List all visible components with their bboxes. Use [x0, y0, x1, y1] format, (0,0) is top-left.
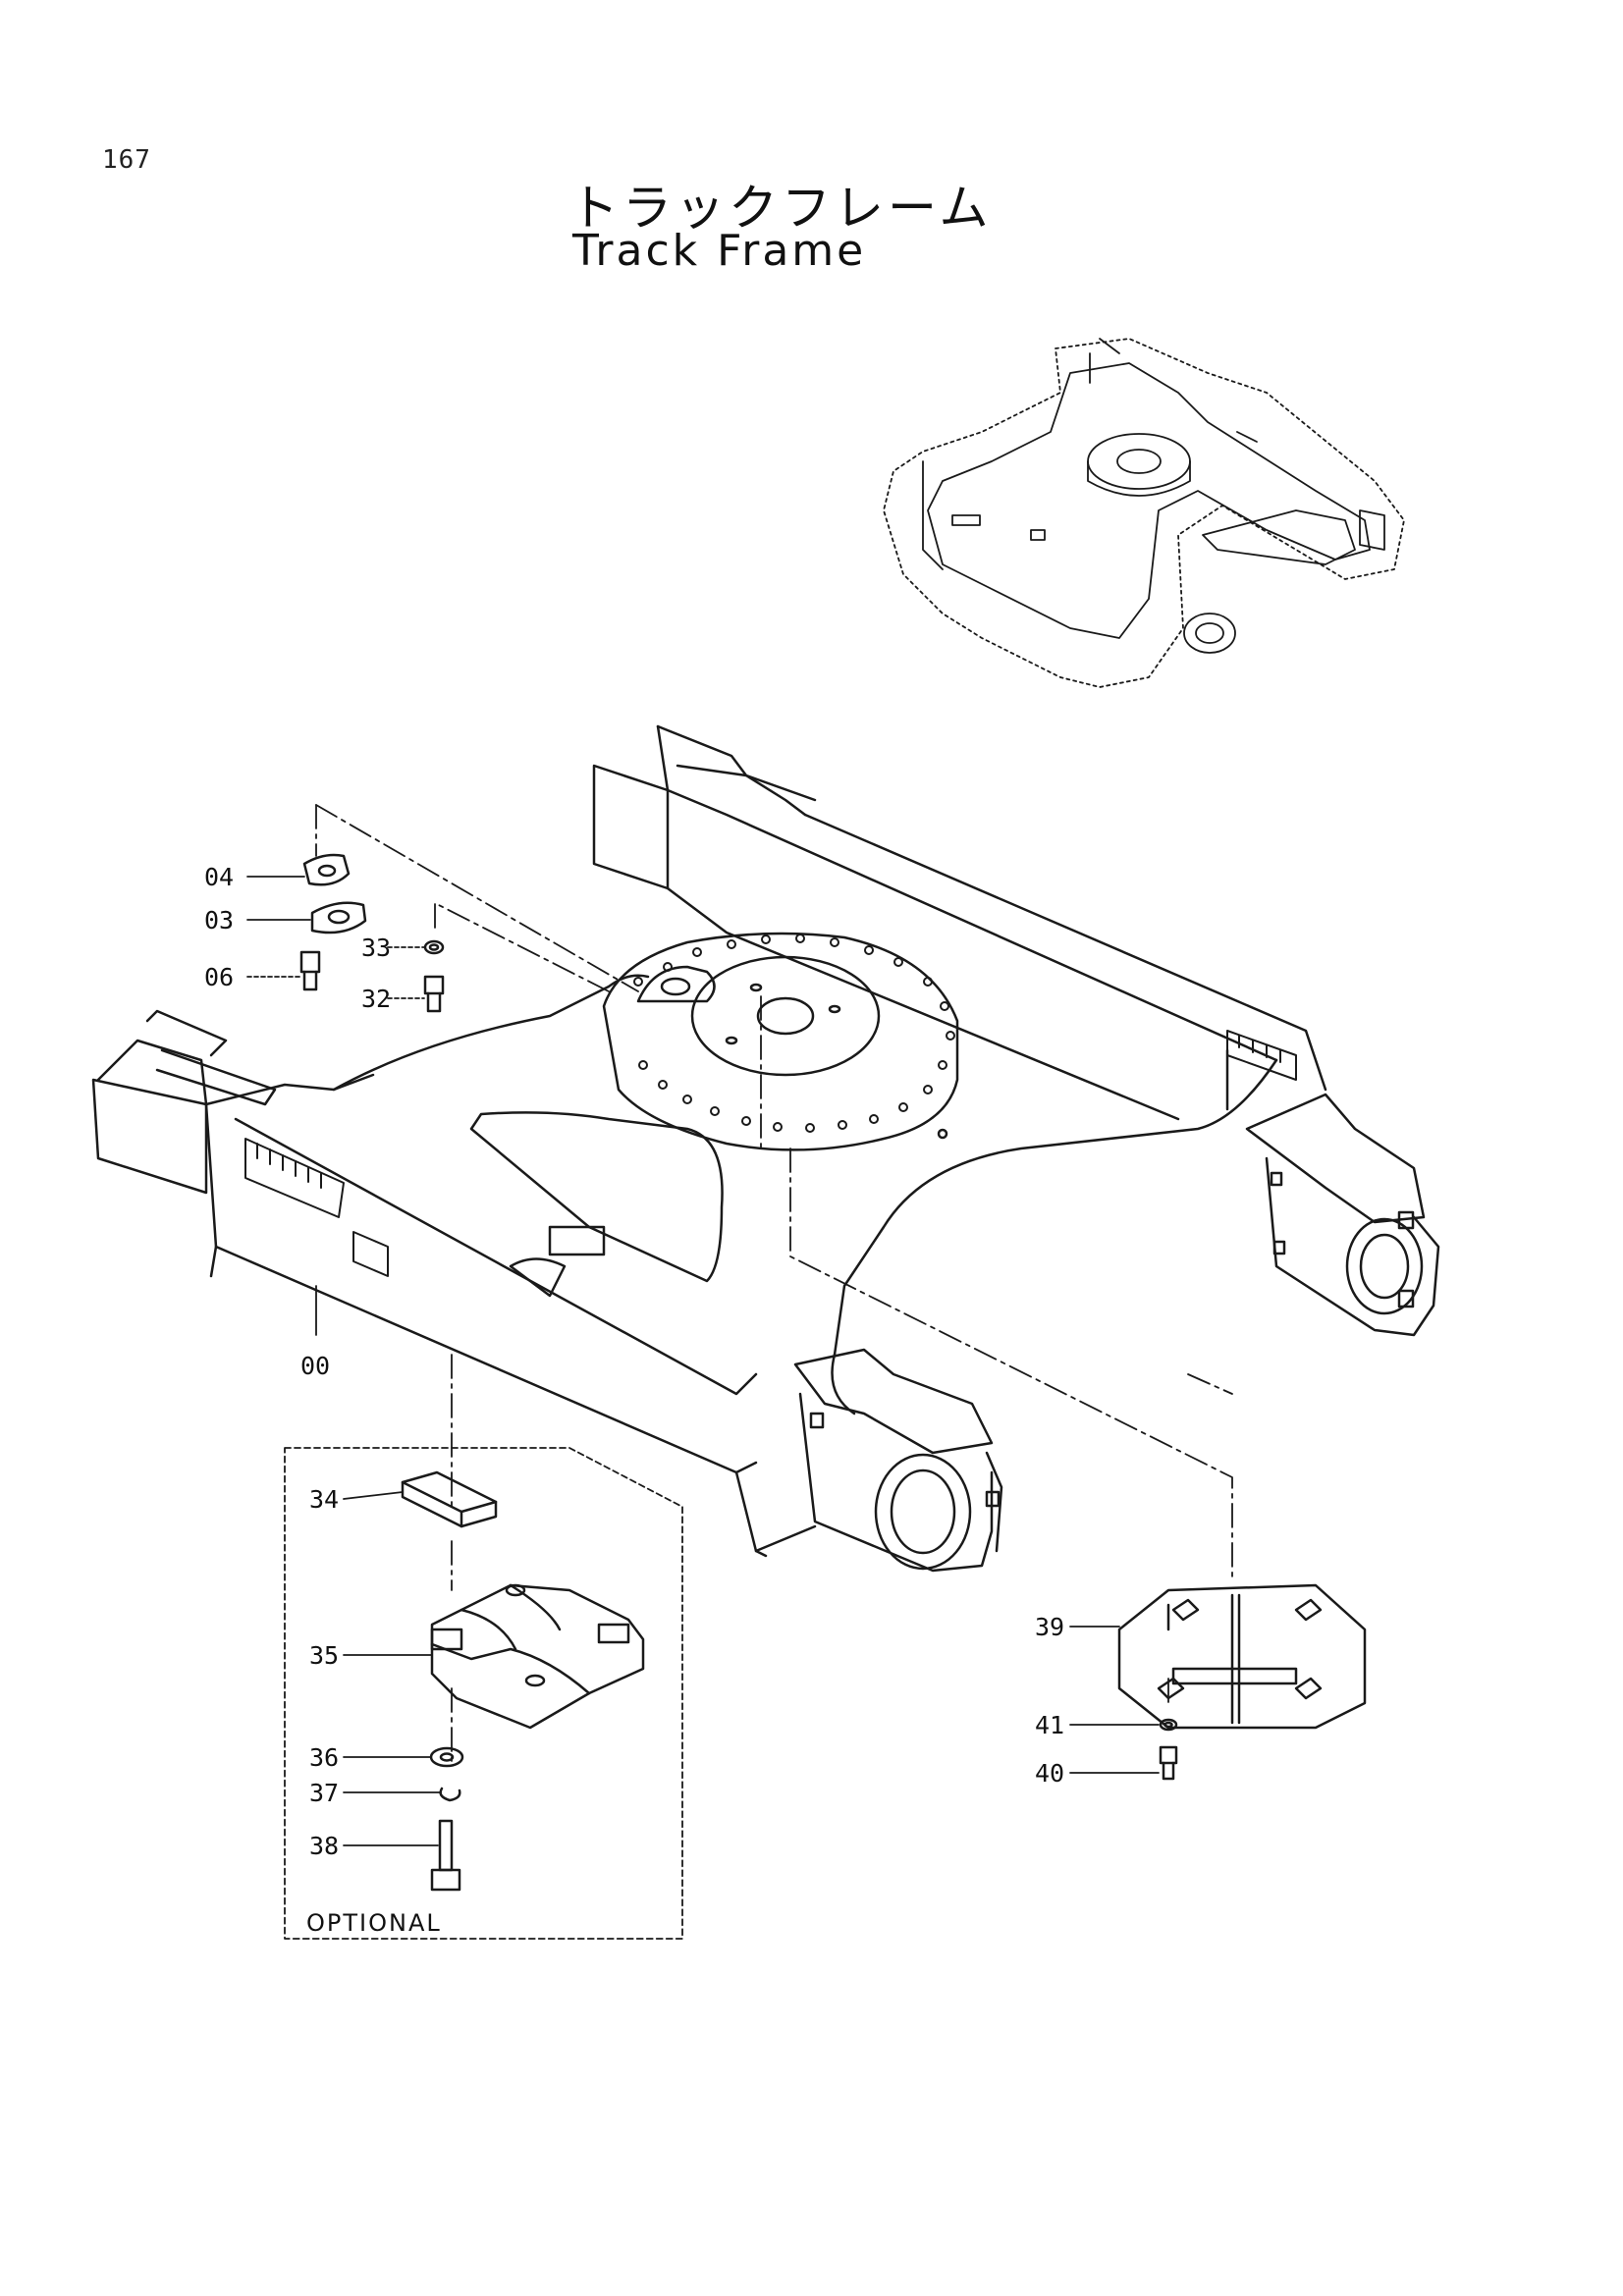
under-cover-plate: [1117, 1583, 1367, 1781]
callout-34: 34: [309, 1485, 339, 1514]
callout-leaders: [246, 876, 1160, 1846]
page-title-japanese: トラックフレーム: [569, 180, 993, 237]
page-title-english: Track Frame: [572, 226, 867, 276]
callout-03: 03: [204, 906, 234, 934]
idler-bracket-near: [793, 1348, 1003, 1573]
callout-32: 32: [361, 985, 391, 1013]
page-number: 167: [102, 145, 151, 175]
callout-40: 40: [1035, 1759, 1064, 1788]
callout-36: 36: [309, 1743, 339, 1772]
swing-circle-mounting: [602, 932, 959, 1151]
optional-parts-box: OPTIONAL: [284, 1447, 683, 1940]
callout-37: 37: [309, 1779, 339, 1807]
assembly-leader-lines: [315, 804, 1233, 1768]
callout-33: 33: [361, 934, 391, 962]
callout-35: 35: [309, 1641, 339, 1670]
cover-plate-assembly: [299, 853, 445, 1013]
callout-numbers: 04 03 06 33 32 00 34 35 36 37 38 39 41 4…: [204, 863, 1064, 1860]
callout-04: 04: [204, 863, 234, 891]
callout-06: 06: [204, 963, 234, 991]
idler-bracket-far: [1245, 1093, 1440, 1337]
track-adjuster-rack: [244, 1030, 1297, 1277]
callout-00: 00: [300, 1352, 330, 1380]
track-frame-body: [91, 724, 1327, 1558]
optional-label: OPTIONAL: [306, 1909, 442, 1937]
reference-overview-illustration: [883, 338, 1405, 688]
callout-39: 39: [1035, 1613, 1064, 1641]
callout-41: 41: [1035, 1711, 1064, 1739]
callout-38: 38: [309, 1832, 339, 1860]
